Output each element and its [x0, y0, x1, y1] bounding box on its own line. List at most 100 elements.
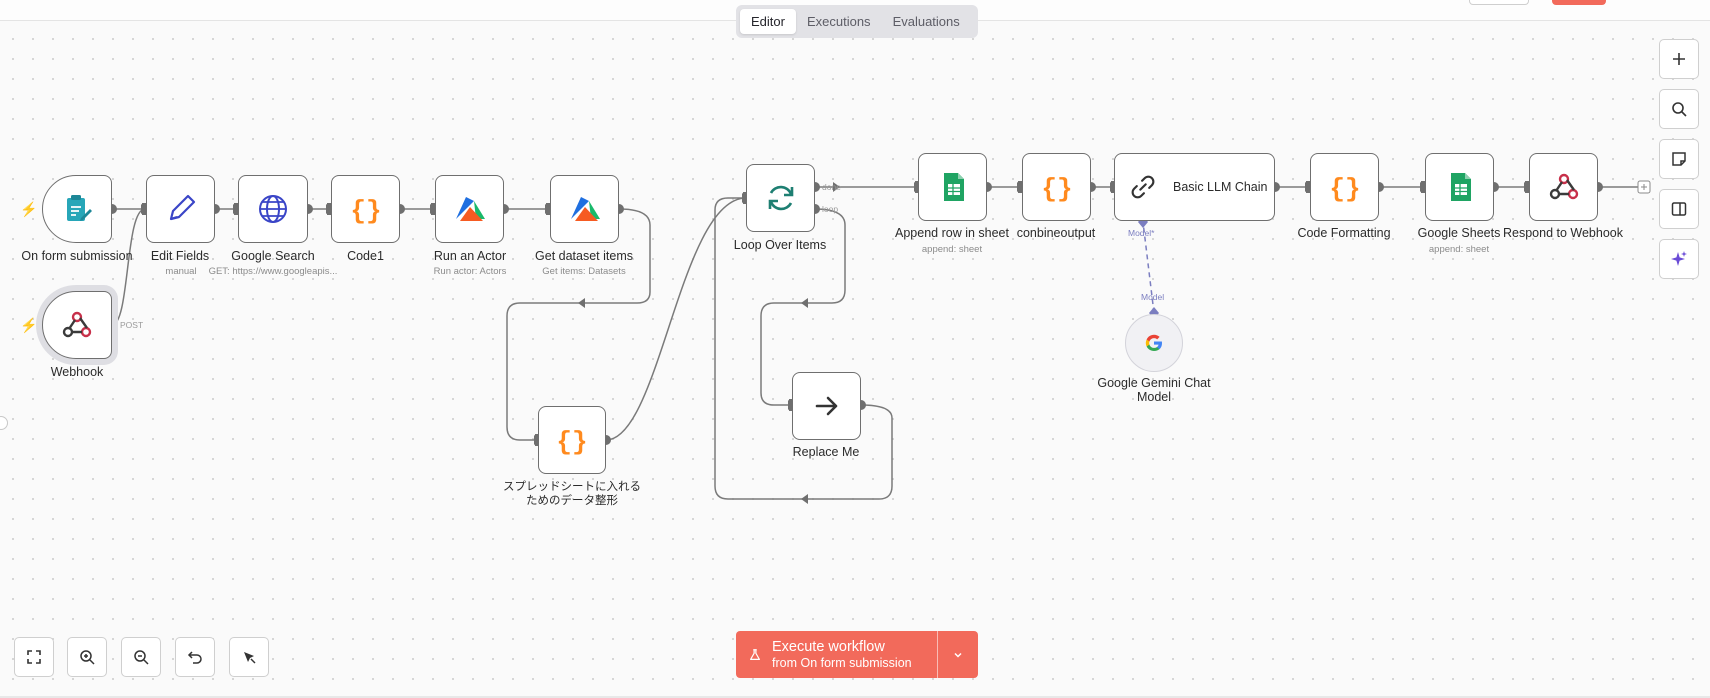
handle-label-post: POST	[120, 320, 144, 330]
sticky-note-icon	[1672, 152, 1686, 166]
node-basic-llm-chain[interactable]: Basic LLM Chain	[1114, 153, 1275, 221]
node-label: Loop Over Items	[733, 238, 827, 252]
port-label-model: Model*	[1128, 228, 1155, 238]
node-subtitle: append: sheet	[1428, 244, 1490, 255]
node-get-dataset-items[interactable]	[550, 175, 619, 243]
execute-title: Execute workflow	[772, 638, 885, 655]
node-sheet-data-prep[interactable]: {}	[538, 406, 606, 474]
svg-text:{}: {}	[1329, 174, 1360, 204]
pencil-icon	[169, 194, 195, 221]
node-label: Google Search	[231, 249, 315, 263]
node-subtitle: GET: https://www.googleapis...	[208, 266, 338, 277]
tidy-up-button[interactable]	[229, 637, 269, 677]
port-label-model: Model	[1141, 292, 1165, 302]
apify-icon	[570, 197, 600, 221]
node-label: Google Gemini Chat Model	[1097, 376, 1211, 404]
node-label: On form submission	[21, 249, 133, 263]
node-label: スプレッドシートに入れる ためのデータ整形	[503, 481, 641, 507]
top-button-stub-accent[interactable]	[1552, 0, 1606, 5]
node-google-sheets[interactable]	[1425, 153, 1494, 221]
node-code1[interactable]: {}	[331, 175, 400, 243]
code-braces-icon: {}	[350, 196, 381, 226]
view-tabs: Editor Executions Evaluations	[736, 5, 978, 38]
svg-text:{}: {}	[350, 196, 381, 226]
webhook-icon	[62, 311, 92, 338]
arrow-right-icon	[815, 396, 837, 416]
add-sticky-note-button[interactable]	[1659, 139, 1699, 179]
node-label: Webhook	[50, 365, 104, 379]
execute-workflow-control: Execute workflow from On form submission	[736, 631, 978, 678]
apify-icon	[455, 197, 485, 221]
undo-icon	[187, 651, 202, 664]
node-loop-over-items[interactable]	[746, 164, 815, 232]
node-label: Code1	[347, 249, 384, 263]
node-subtitle: Get items: Datasets	[542, 266, 626, 277]
link-icon	[1131, 175, 1155, 199]
google-g-icon	[1145, 334, 1162, 351]
add-node-button[interactable]	[1659, 39, 1699, 79]
top-button-stub[interactable]	[1469, 0, 1529, 5]
node-google-search[interactable]	[238, 175, 308, 243]
node-label: conbineoutput	[1016, 226, 1096, 240]
execute-workflow-button[interactable]: Execute workflow from On form submission	[736, 631, 937, 678]
node-edit-fields[interactable]	[146, 175, 215, 243]
node-label: Google Sheets	[1417, 226, 1501, 240]
node-subtitle: Run actor: Actors	[433, 266, 507, 277]
zoom-in-icon	[80, 650, 95, 665]
execute-subtitle: from On form submission	[772, 655, 912, 670]
trigger-bolt-icon: ⚡	[20, 201, 38, 217]
node-google-gemini-chat-model[interactable]	[1125, 314, 1183, 372]
svg-text:{}: {}	[556, 427, 587, 457]
wire-webhook-edit	[111, 208, 146, 326]
search-icon	[1672, 102, 1687, 117]
handle-label-done: done	[822, 182, 841, 192]
tidy-up-icon	[244, 652, 256, 664]
node-append-row-in-sheet[interactable]	[918, 153, 987, 221]
flask-icon	[750, 648, 760, 660]
code-braces-icon: {}	[1329, 174, 1360, 204]
execute-options-dropdown[interactable]	[937, 631, 978, 678]
zoom-out-button[interactable]	[121, 637, 161, 677]
canvas-edge-handle[interactable]	[0, 416, 8, 430]
node-subtitle: append: sheet	[921, 244, 983, 255]
sparkles-icon	[1671, 251, 1687, 266]
plus-icon	[1673, 53, 1685, 65]
handle-label-loop: loop	[822, 204, 839, 214]
node-run-an-actor[interactable]	[435, 175, 504, 243]
tab-executions[interactable]: Executions	[806, 14, 871, 29]
node-label: Append row in sheet	[895, 226, 1009, 240]
node-conbineoutput[interactable]: {}	[1022, 153, 1091, 221]
toggle-panel-button[interactable]	[1659, 189, 1699, 229]
search-nodes-button[interactable]	[1659, 89, 1699, 129]
tab-evaluations[interactable]: Evaluations	[892, 14, 960, 29]
node-label: Code Formatting	[1297, 226, 1391, 240]
panel-icon	[1671, 202, 1687, 216]
code-braces-icon: {}	[1041, 174, 1072, 204]
undo-button[interactable]	[175, 637, 215, 677]
node-on-form-submission[interactable]	[42, 175, 112, 243]
google-sheets-icon	[943, 173, 964, 201]
bottom-border	[0, 696, 1710, 698]
node-label: Get dataset items	[535, 249, 633, 263]
node-label: Run an Actor	[433, 249, 507, 263]
trigger-bolt-icon: ⚡	[20, 317, 38, 333]
node-respond-to-webhook[interactable]	[1529, 153, 1598, 221]
webhook-icon	[1549, 173, 1578, 200]
node-code-formatting[interactable]: {}	[1310, 153, 1379, 221]
svg-text:{}: {}	[1041, 174, 1072, 204]
zoom-out-icon	[134, 650, 149, 665]
node-webhook[interactable]	[42, 291, 112, 359]
chevron-down-icon	[954, 652, 962, 658]
wire-sheetprep-loop	[605, 197, 747, 441]
ai-assistant-button[interactable]	[1659, 239, 1699, 279]
zoom-in-button[interactable]	[67, 637, 107, 677]
fit-view-icon	[27, 650, 41, 664]
form-icon	[67, 195, 92, 221]
add-node-end-handle	[1637, 180, 1651, 194]
tab-editor[interactable]: Editor	[740, 9, 796, 34]
node-replace-me[interactable]	[792, 372, 861, 440]
node-label: Respond to Webhook	[1503, 226, 1623, 240]
node-subtitle: manual	[165, 266, 197, 277]
fit-view-button[interactable]	[14, 637, 54, 677]
